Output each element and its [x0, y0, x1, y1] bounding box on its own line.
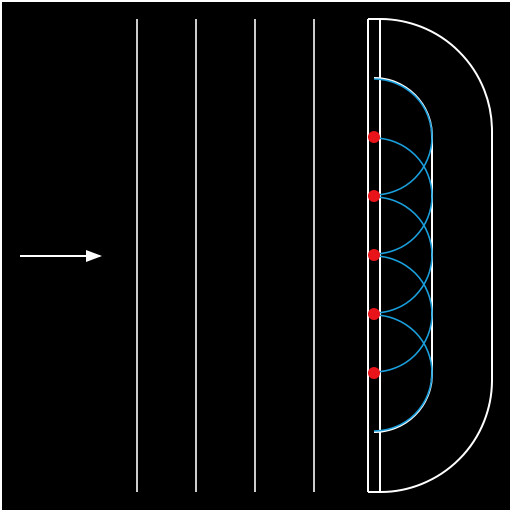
source-point-5 [368, 367, 380, 379]
source-point-1 [368, 131, 380, 143]
inner-envelope-wavefront [373, 77, 433, 433]
wavelet-5 [373, 314, 433, 432]
plane-wavefronts [136, 19, 315, 492]
wavelet-2 [373, 137, 433, 255]
source-point-4 [368, 308, 380, 320]
secondary-wavelets [373, 78, 433, 432]
secondary-sources [368, 131, 380, 379]
source-point-3 [368, 249, 380, 261]
outer-envelope-wavefront [368, 18, 493, 493]
wavelet-1 [373, 78, 433, 196]
wavelet-4 [373, 255, 433, 373]
wavelet-3 [373, 196, 433, 314]
source-point-2 [368, 190, 380, 202]
